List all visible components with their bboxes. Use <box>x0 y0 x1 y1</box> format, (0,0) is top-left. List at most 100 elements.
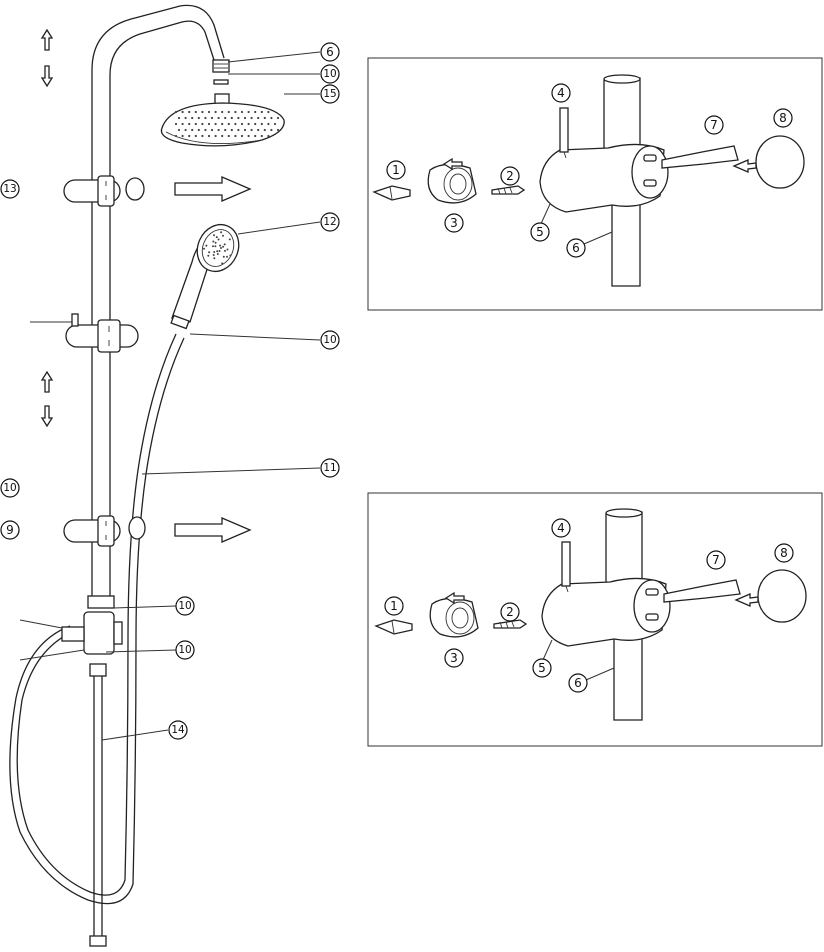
svg-text:5: 5 <box>538 661 546 675</box>
svg-text:10: 10 <box>178 600 191 612</box>
nozzle-dot <box>227 122 230 126</box>
nozzle-dot <box>214 110 217 114</box>
nozzle-dot <box>273 122 277 126</box>
nozzle-dot <box>184 128 187 132</box>
svg-text:10: 10 <box>178 644 191 656</box>
nozzle-dot <box>250 116 253 120</box>
svg-text:15: 15 <box>323 88 336 100</box>
nozzle-dot <box>276 116 280 120</box>
nozzle-dot <box>188 110 191 114</box>
nozzle-dot <box>177 116 181 120</box>
detail-bottom-callout-4: 4 <box>551 518 571 538</box>
nozzle-dot <box>194 134 197 138</box>
nozzle-dot <box>240 122 244 126</box>
nozzle-dot <box>267 122 270 126</box>
callout-11: 11 <box>320 458 340 478</box>
nozzle-dot <box>217 116 220 120</box>
nozzle-dot <box>207 110 211 114</box>
svg-text:10: 10 <box>3 482 16 494</box>
nozzle-dot <box>208 251 211 254</box>
callout-6-top: 6 <box>320 42 340 62</box>
nozzle-dot <box>213 251 216 253</box>
detail-bottom-callout-7: 7 <box>706 550 726 570</box>
callout-9: 9 <box>0 520 20 540</box>
shower-hose <box>9 333 185 905</box>
nozzle-dot <box>224 116 227 120</box>
nozzle-dot <box>214 245 217 248</box>
callout-10-hose: 10 <box>320 330 340 350</box>
nozzle-dot <box>220 231 223 234</box>
detail-bottom-callout-8: 8 <box>774 543 794 563</box>
arrow-right-lower-icon <box>174 517 252 543</box>
svg-text:5: 5 <box>536 225 544 239</box>
detail-top-callout-1: 1 <box>386 160 406 180</box>
nozzle-dot <box>181 134 184 138</box>
nozzle-dot <box>257 128 260 132</box>
nozzle-dot <box>227 110 230 114</box>
detail-top-callout-6: 6 <box>566 238 586 258</box>
nozzle-dot <box>216 250 219 253</box>
svg-text:10: 10 <box>323 334 336 346</box>
nozzle-dot <box>222 234 224 237</box>
detail-panel-top: 1 2 3 4 5 6 7 8 <box>367 57 823 311</box>
nozzle-dot <box>194 122 197 126</box>
detail-panel-bottom: 1 2 3 4 5 6 7 8 <box>367 492 823 747</box>
arrows-up-down-upper-icon <box>40 28 54 88</box>
nozzle-dot <box>210 116 214 120</box>
callout-10-diverter-bottom: 10 <box>175 640 195 660</box>
leader-lines <box>101 51 321 741</box>
nozzle-dot <box>237 116 240 120</box>
callout-14: 14 <box>168 720 188 740</box>
detail-top-callout-7: 7 <box>704 115 724 135</box>
nozzle-dot <box>250 128 253 132</box>
nozzle-dot <box>247 122 250 126</box>
nozzle-dot <box>201 110 204 114</box>
nozzle-dot <box>212 254 215 256</box>
nozzle-dot <box>243 116 247 120</box>
callout-10-diverter-top: 10 <box>175 596 195 616</box>
nozzle-dot <box>203 247 205 250</box>
nozzle-dot <box>181 110 184 114</box>
nozzle-dot <box>191 128 194 132</box>
nozzle-dot <box>260 110 263 114</box>
nozzle-dot <box>181 122 184 126</box>
svg-text:4: 4 <box>557 86 565 100</box>
nozzle-dot <box>257 116 260 120</box>
shower-arm-connector <box>212 59 230 85</box>
nozzle-dot <box>212 240 215 243</box>
detail-top-callout-4: 4 <box>551 83 571 103</box>
nozzle-dot <box>204 128 207 132</box>
nozzle-dot <box>197 128 200 132</box>
nozzle-dot <box>214 134 217 138</box>
nozzle-dot <box>263 128 266 132</box>
svg-text:13: 13 <box>3 183 16 195</box>
svg-text:11: 11 <box>323 462 336 474</box>
nozzle-dot <box>260 122 263 126</box>
arrows-up-down-lower-icon <box>40 370 54 428</box>
nozzle-dot <box>229 254 232 257</box>
detail-bottom-callout-3: 3 <box>444 648 464 668</box>
nozzle-dot <box>184 116 187 120</box>
svg-text:1: 1 <box>390 599 398 613</box>
nozzle-dot <box>254 110 257 114</box>
nozzle-dot <box>226 248 229 251</box>
svg-text:2: 2 <box>506 169 514 183</box>
nozzle-dot <box>194 110 197 114</box>
arrow-right-upper-icon <box>174 176 252 202</box>
nozzle-dot <box>217 238 220 241</box>
wall-bracket-upper <box>63 175 145 207</box>
hand-shower <box>170 223 240 330</box>
nozzle-dot <box>221 122 224 126</box>
detail-bottom-callout-5: 5 <box>532 658 552 678</box>
nozzle-dot <box>224 249 226 252</box>
svg-text:1: 1 <box>392 163 400 177</box>
nozzle-dot <box>230 116 233 120</box>
svg-text:6: 6 <box>572 241 580 255</box>
svg-text:2: 2 <box>506 605 514 619</box>
nozzle-dot <box>205 244 208 247</box>
nozzle-dot <box>228 238 231 241</box>
detail-top-callout-5: 5 <box>530 222 550 242</box>
hand-shower-slider <box>30 313 139 353</box>
svg-text:12: 12 <box>323 216 336 228</box>
